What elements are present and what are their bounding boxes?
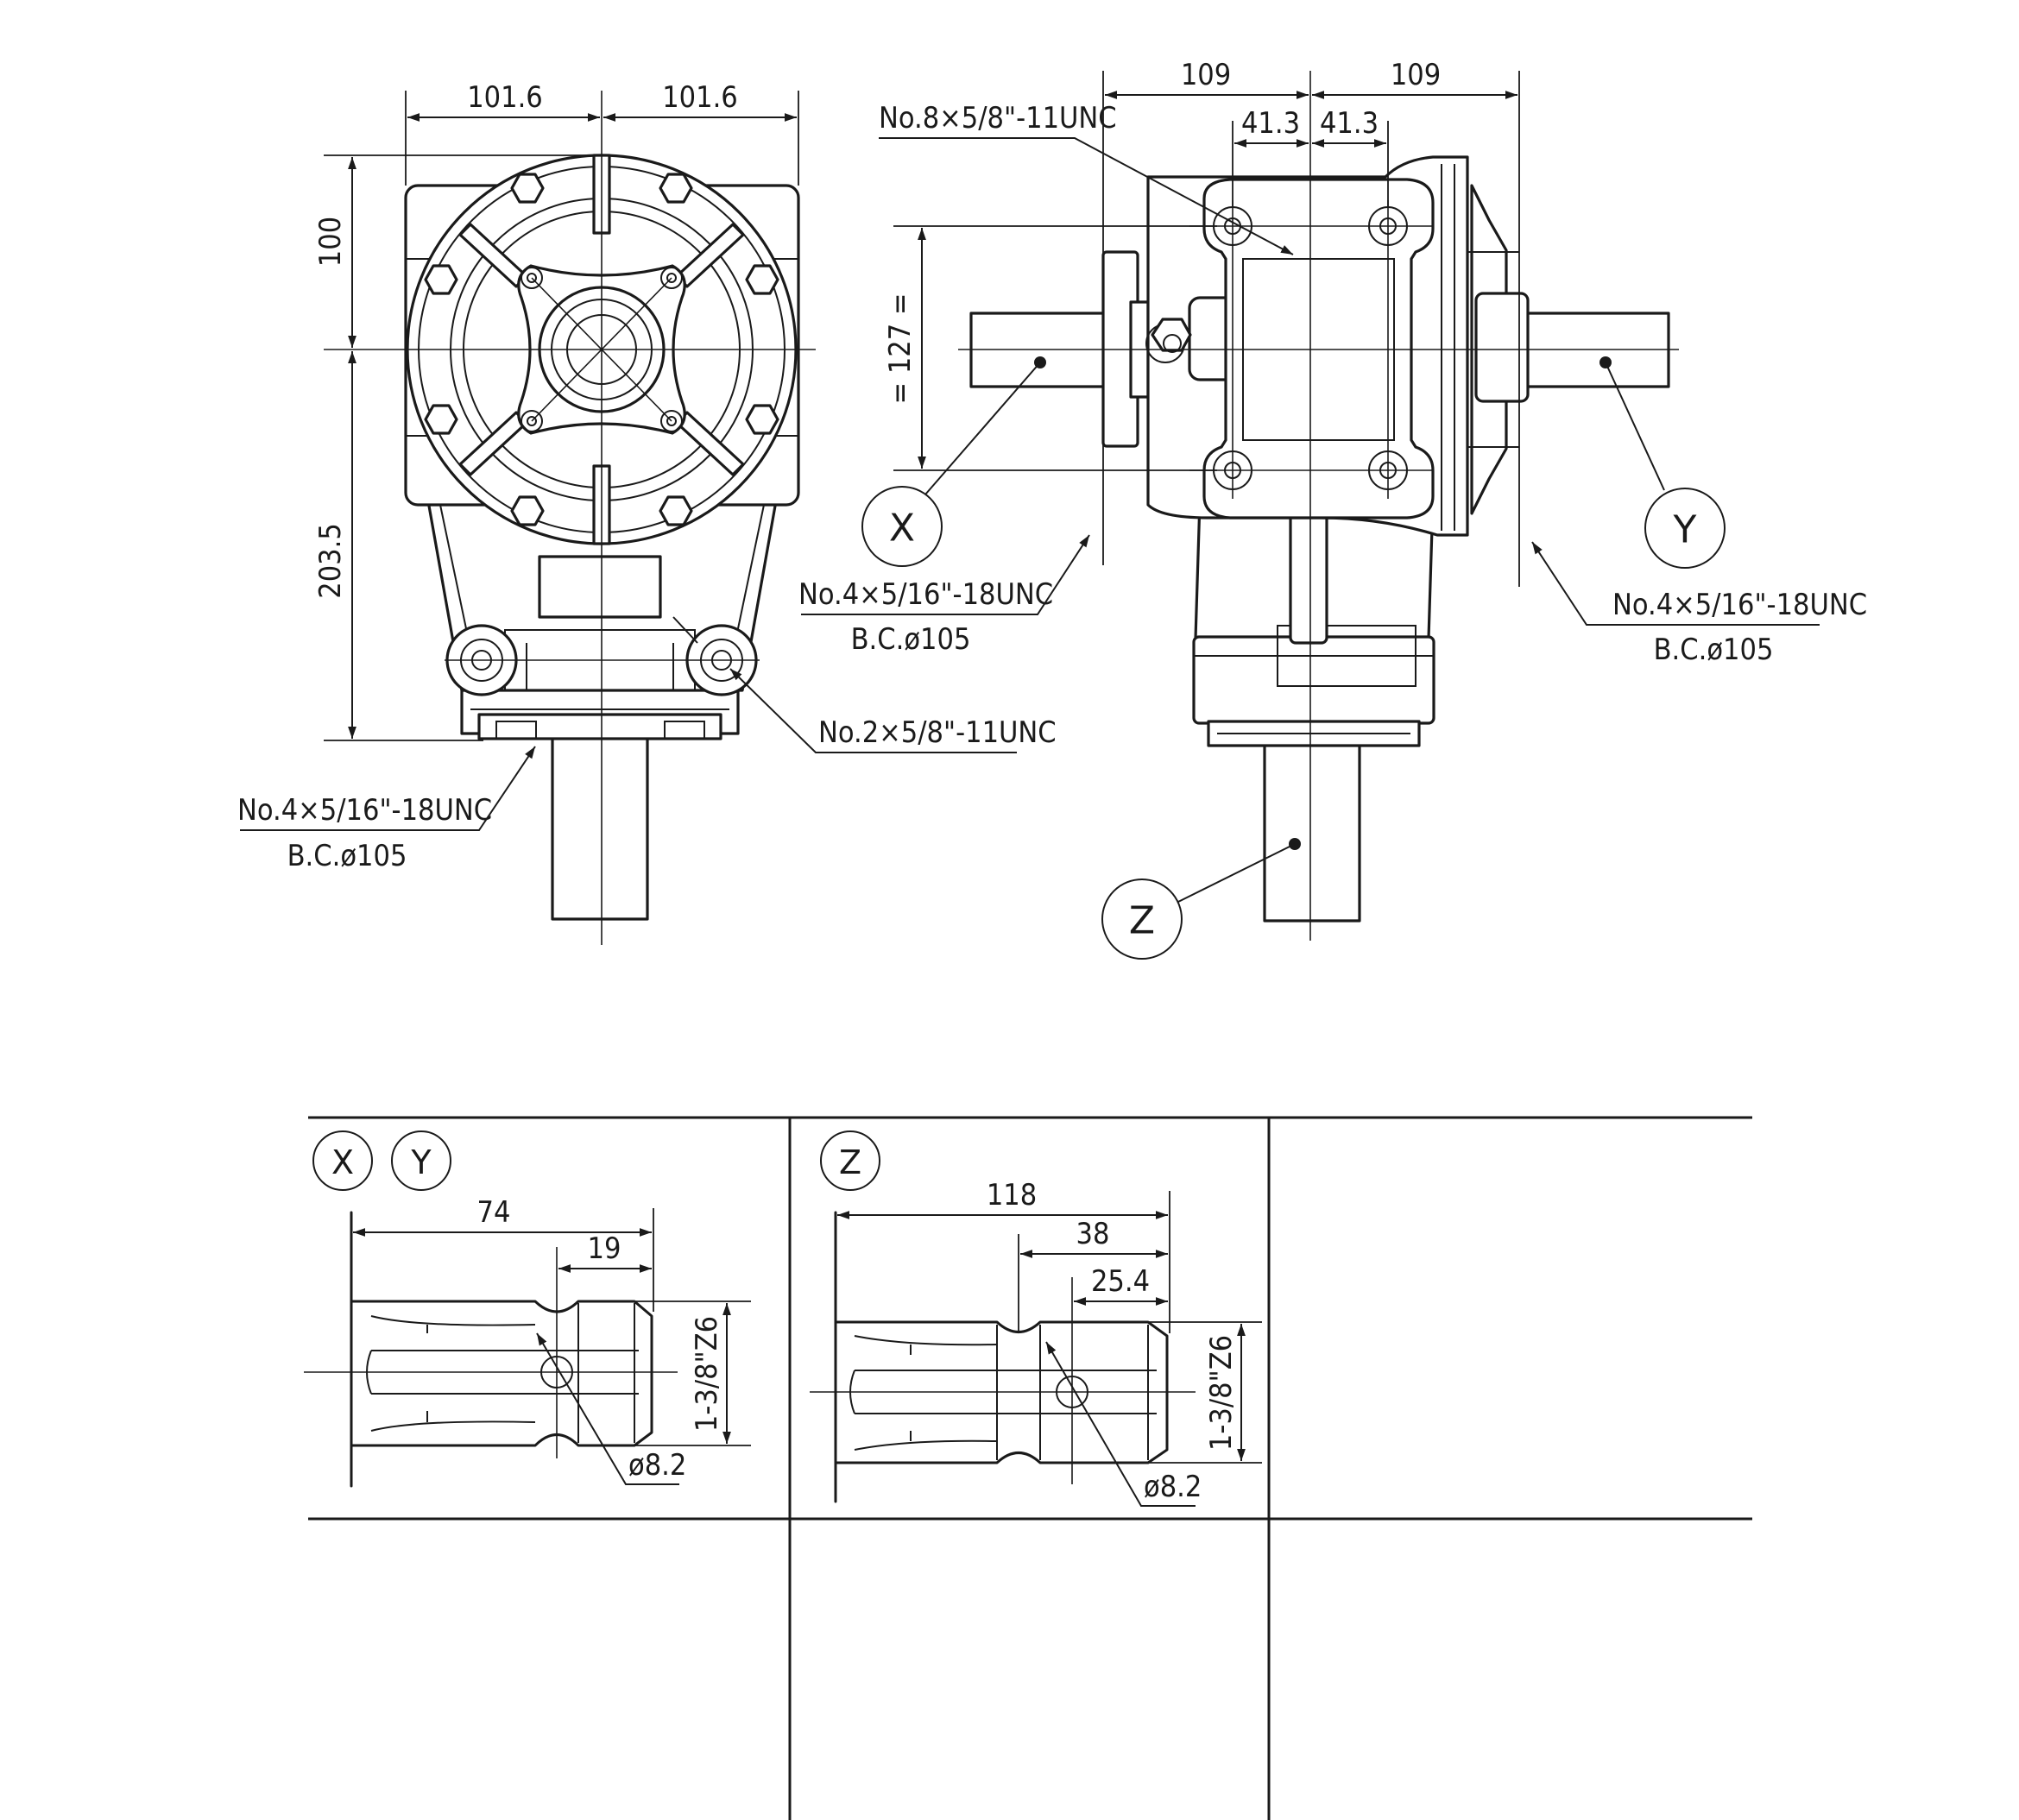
xy-label-x: X xyxy=(331,1143,354,1181)
front-dim-top: 100 xyxy=(313,217,348,267)
z-dim-length: 118 xyxy=(987,1178,1037,1212)
front-bottom-flange xyxy=(460,687,740,740)
shaft-detail-table xyxy=(308,1116,1752,1820)
front-note-foot-holes: No.2×5/8"-11UNC xyxy=(818,715,1057,750)
callout-bubble-z xyxy=(1101,879,1183,960)
xy-bubble-y xyxy=(391,1130,451,1191)
shaft-detail-xy: X Y 74 19 1-3/8"Z6 ø8.2 xyxy=(304,1130,751,1488)
z-bubble xyxy=(820,1130,880,1191)
front-ribs xyxy=(458,154,745,545)
side-dim-hole-right: 41.3 xyxy=(1320,106,1379,141)
side-note-mount-holes: No.8×5/8"-11UNC xyxy=(879,101,1117,135)
callout-label-z: Z xyxy=(1129,899,1155,943)
side-leader-right-flange xyxy=(1531,541,1820,626)
z-dim-spline: 1-3/8"Z6 xyxy=(1204,1335,1239,1451)
xy-shaft-outline xyxy=(350,1300,653,1447)
side-view: 109 109 41.3 41.3 = 127 = No.8×5/8"-11UN… xyxy=(798,58,1867,960)
z-dim-groove-offset: 38 xyxy=(1076,1217,1110,1251)
side-bottom-shaft xyxy=(1263,742,1361,923)
callout-label-x: X xyxy=(889,507,915,551)
callout-label-y: Y xyxy=(1673,508,1697,552)
callout-bubble-x xyxy=(861,486,943,567)
side-note-left-flange-bc: B.C.ø105 xyxy=(851,622,971,657)
z-leader-pin-hole xyxy=(1045,1341,1196,1507)
side-note-right-flange-thread: No.4×5/16"-18UNC xyxy=(1612,588,1867,622)
z-dim-pin-hole: ø8.2 xyxy=(1144,1470,1202,1504)
side-leader-mount-holes xyxy=(879,137,1294,255)
z-shaft-outline xyxy=(834,1320,1169,1464)
side-dim-hole-pitch: = 127 = xyxy=(883,293,918,404)
xy-dim-spline: 1-3/8"Z6 xyxy=(690,1316,724,1432)
z-dim-pin-offset: 25.4 xyxy=(1091,1264,1150,1299)
front-flange-bolts xyxy=(424,173,779,526)
side-note-left-flange-thread: No.4×5/16"-18UNC xyxy=(798,577,1053,612)
xy-label-y: Y xyxy=(410,1143,432,1181)
side-dim-hole-left: 41.3 xyxy=(1241,106,1300,141)
front-note-bottom-flange-bc: B.C.ø105 xyxy=(287,839,407,873)
front-view: 101.6 101.6 100 203.5 No.4×5/16"-18UNC B… xyxy=(237,80,1057,945)
front-note-bottom-flange-thread: No.4×5/16"-18UNC xyxy=(237,793,492,828)
callout-bubble-y xyxy=(1644,488,1726,569)
z-label: Z xyxy=(839,1143,861,1181)
front-dim-bottom: 203.5 xyxy=(313,523,348,599)
front-dim-half-width-right: 101.6 xyxy=(662,80,738,115)
xy-dim-length: 74 xyxy=(477,1195,511,1230)
side-dim-half-left: 109 xyxy=(1181,58,1231,92)
front-dim-half-width-left: 101.6 xyxy=(467,80,543,115)
side-mounting-pad xyxy=(1202,178,1435,520)
front-output-shaft xyxy=(551,732,649,921)
side-dim-half-right: 109 xyxy=(1391,58,1441,92)
front-leader-foot-holes xyxy=(729,668,1017,753)
side-leader-left-flange xyxy=(801,534,1090,615)
side-note-right-flange-bc: B.C.ø105 xyxy=(1654,633,1774,667)
xy-leader-pin-hole xyxy=(536,1332,679,1485)
xy-bubble-x xyxy=(312,1130,373,1191)
shaft-detail-z: Z 118 38 25.4 1-3/8"Z6 ø8.2 xyxy=(810,1130,1262,1507)
side-lower-body xyxy=(1192,499,1435,747)
xy-dim-pin-hole: ø8.2 xyxy=(628,1448,686,1483)
xy-dim-pin-offset: 19 xyxy=(588,1231,621,1266)
